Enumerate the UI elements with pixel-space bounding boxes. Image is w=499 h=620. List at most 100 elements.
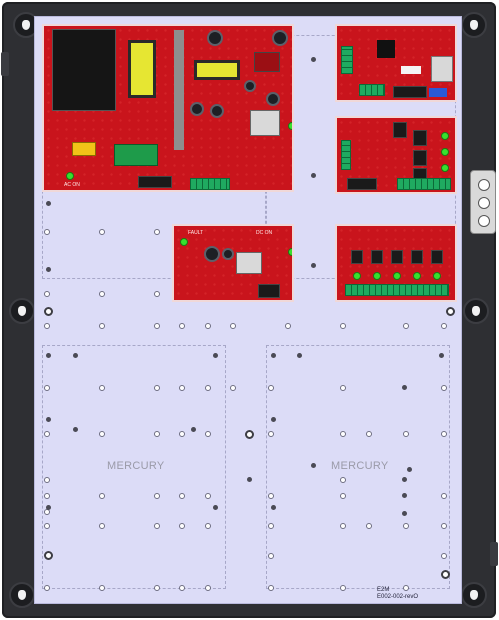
- standoff: [73, 427, 78, 432]
- terminal-block[interactable]: [341, 46, 353, 74]
- standoff: [247, 477, 252, 482]
- side-tab-right: [490, 542, 498, 566]
- standoff: [73, 353, 78, 358]
- standoff: [311, 463, 316, 468]
- mount-hole: [230, 323, 236, 329]
- inductor-coil: [128, 40, 156, 98]
- standoff: [213, 505, 218, 510]
- mount-hole: [441, 431, 447, 437]
- standoff: [46, 353, 51, 358]
- dip-switch[interactable]: [429, 88, 447, 97]
- mount-hole: [366, 523, 372, 529]
- latch-screw-icon: [478, 197, 490, 209]
- mount-hole: [340, 477, 346, 483]
- mount-hole: [340, 523, 346, 529]
- standoff: [439, 353, 444, 358]
- mount-hole: [99, 585, 105, 591]
- screw-icon: [441, 570, 450, 579]
- mount-hole: [99, 385, 105, 391]
- status-led: [413, 272, 421, 280]
- daughter-board: [114, 144, 158, 166]
- standoff: [271, 417, 276, 422]
- controller-board[interactable]: [335, 24, 457, 102]
- screw-icon: [245, 430, 254, 439]
- fuse-block: [72, 142, 96, 156]
- mount-hole: [205, 493, 211, 499]
- status-led: [441, 132, 449, 140]
- relay: [371, 250, 383, 264]
- zone-mercury-right: [266, 345, 450, 589]
- mount-hole: [403, 431, 409, 437]
- mount-hole: [205, 385, 211, 391]
- mount-hole: [285, 323, 291, 329]
- terminal-block[interactable]: [341, 140, 351, 170]
- mount-hole: [44, 493, 50, 499]
- mount-hole: [179, 523, 185, 529]
- standoff: [402, 477, 407, 482]
- door-latch[interactable]: [470, 170, 496, 234]
- mount-hole: [154, 493, 160, 499]
- relay: [254, 52, 280, 72]
- standoff: [271, 353, 276, 358]
- mount-hole-mid-right: [463, 298, 489, 324]
- mount-hole: [205, 323, 211, 329]
- mount-hole: [44, 385, 50, 391]
- capacitor: [210, 104, 224, 118]
- mount-hole: [268, 523, 274, 529]
- mount-hole: [44, 323, 50, 329]
- mount-hole: [205, 523, 211, 529]
- mount-hole: [340, 493, 346, 499]
- latch-screw-icon: [478, 215, 490, 227]
- relay: [413, 130, 427, 146]
- side-tab-left: [1, 52, 9, 76]
- standoff: [271, 505, 276, 510]
- mount-hole: [230, 385, 236, 391]
- relay: [391, 250, 403, 264]
- sub-power-board[interactable]: FAULT DC ON: [172, 224, 294, 302]
- capacitor: [244, 80, 256, 92]
- status-led: [433, 272, 441, 280]
- standoff: [46, 201, 51, 206]
- mount-hole-mid-left: [9, 298, 35, 324]
- screw-icon: [446, 307, 455, 316]
- fault-label: FAULT: [188, 230, 204, 236]
- standoff: [311, 57, 316, 62]
- terminal-block[interactable]: [190, 178, 230, 190]
- relay-board[interactable]: [335, 116, 457, 194]
- power-supply-board[interactable]: AC ON: [42, 24, 294, 192]
- status-led: [441, 164, 449, 172]
- mount-hole: [340, 431, 346, 437]
- processor-chip: [377, 40, 395, 58]
- heatsink: [174, 30, 184, 150]
- terminal-block[interactable]: [359, 84, 385, 96]
- mount-hole: [441, 553, 447, 559]
- inductor-coil: [194, 60, 240, 80]
- mount-hole: [154, 585, 160, 591]
- screw-icon: [44, 551, 53, 560]
- mount-hole: [403, 585, 409, 591]
- ac-on-label: AC ON: [64, 182, 80, 188]
- mount-hole: [340, 385, 346, 391]
- terminal-block[interactable]: [345, 284, 449, 296]
- output-board[interactable]: [335, 224, 457, 302]
- mount-hole: [44, 477, 50, 483]
- terminal-block[interactable]: [397, 178, 451, 190]
- status-led: [373, 272, 381, 280]
- mount-hole: [99, 431, 105, 437]
- mount-hole: [154, 431, 160, 437]
- standoff: [46, 505, 51, 510]
- standoff: [407, 467, 412, 472]
- mercury-right-label: MERCURY: [331, 460, 389, 472]
- mount-hole: [403, 523, 409, 529]
- standoff: [402, 385, 407, 390]
- mercury-left-label: MERCURY: [107, 460, 165, 472]
- transformer-core: [52, 29, 116, 111]
- mount-hole: [441, 323, 447, 329]
- status-led: [441, 148, 449, 156]
- mount-hole: [99, 229, 105, 235]
- standoff: [311, 173, 316, 178]
- keyhole-mount-top-right: [461, 12, 487, 38]
- dc-on-label: DC ON: [256, 230, 273, 236]
- status-led: [180, 238, 188, 246]
- part-number-stamp: E2M E002-002-revO: [377, 587, 418, 601]
